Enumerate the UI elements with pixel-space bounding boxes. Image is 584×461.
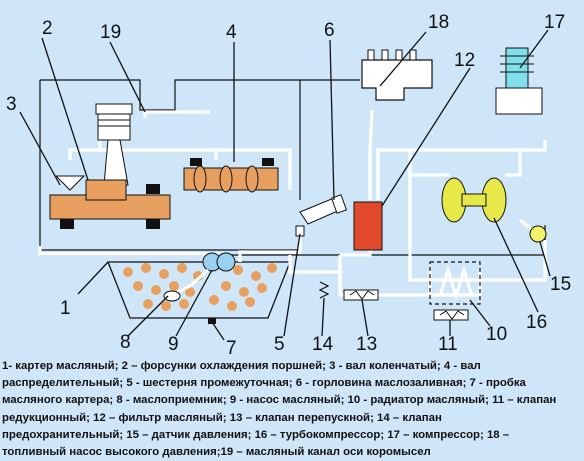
crankshaft bbox=[49, 175, 171, 229]
callout-4: 4 bbox=[226, 22, 237, 43]
turbocharger bbox=[441, 177, 507, 223]
bypass-valve bbox=[343, 289, 379, 301]
oil-pump bbox=[202, 252, 236, 272]
callout-2: 2 bbox=[42, 18, 53, 39]
fuel-pump bbox=[361, 49, 433, 101]
callout-18: 18 bbox=[428, 12, 449, 33]
legend: 1- картер масляный; 2 – форсунки охлажде… bbox=[2, 358, 580, 461]
callout-14: 14 bbox=[312, 334, 334, 355]
callout-8: 8 bbox=[120, 332, 131, 353]
callout-3: 3 bbox=[6, 94, 17, 115]
camshaft bbox=[183, 158, 279, 193]
piston-assembly bbox=[95, 103, 133, 186]
callout-12: 12 bbox=[454, 50, 475, 71]
legend-line: предохранительный; 15 – датчик давления;… bbox=[2, 428, 510, 441]
oil-sump bbox=[107, 261, 291, 324]
callout-labels: 1 2 3 4 5 6 7 8 9 10 11 12 13 14 15 16 1… bbox=[6, 12, 571, 359]
legend-line: распределительный; 5 - шестерня промежут… bbox=[2, 377, 526, 390]
air-compressor bbox=[495, 47, 543, 115]
callout-13: 13 bbox=[356, 334, 377, 355]
oil-filter bbox=[353, 201, 383, 251]
legend-line: редукционный; 12 – фильтр масляный; 13 –… bbox=[2, 411, 442, 424]
safety-valve bbox=[318, 281, 330, 299]
callout-19: 19 bbox=[100, 22, 121, 43]
callout-7: 7 bbox=[226, 338, 237, 359]
oil-filler-neck bbox=[299, 194, 348, 225]
callout-9: 9 bbox=[168, 334, 179, 355]
drain-plug bbox=[208, 318, 216, 324]
reducing-valve bbox=[433, 309, 469, 321]
callout-6: 6 bbox=[324, 20, 335, 41]
callout-15: 15 bbox=[550, 274, 571, 295]
oil-radiator bbox=[429, 261, 481, 305]
oil-droplets bbox=[123, 263, 277, 311]
callout-16: 16 bbox=[526, 312, 547, 333]
pressure-sensor bbox=[529, 225, 547, 243]
callout-1: 1 bbox=[60, 298, 71, 319]
legend-line: топливный насос высокого давления;19 – м… bbox=[2, 446, 431, 459]
oil-pickup bbox=[163, 268, 209, 302]
legend-line: масляного картера; 8 - маслоприемник; 9 … bbox=[2, 394, 557, 407]
legend-line: 1- картер масляный; 2 – форсунки охлажде… bbox=[2, 360, 481, 372]
callout-17: 17 bbox=[544, 12, 565, 33]
callout-10: 10 bbox=[486, 324, 507, 345]
callout-11: 11 bbox=[438, 334, 458, 355]
leader-lines bbox=[19, 29, 551, 341]
callout-5: 5 bbox=[274, 334, 285, 355]
